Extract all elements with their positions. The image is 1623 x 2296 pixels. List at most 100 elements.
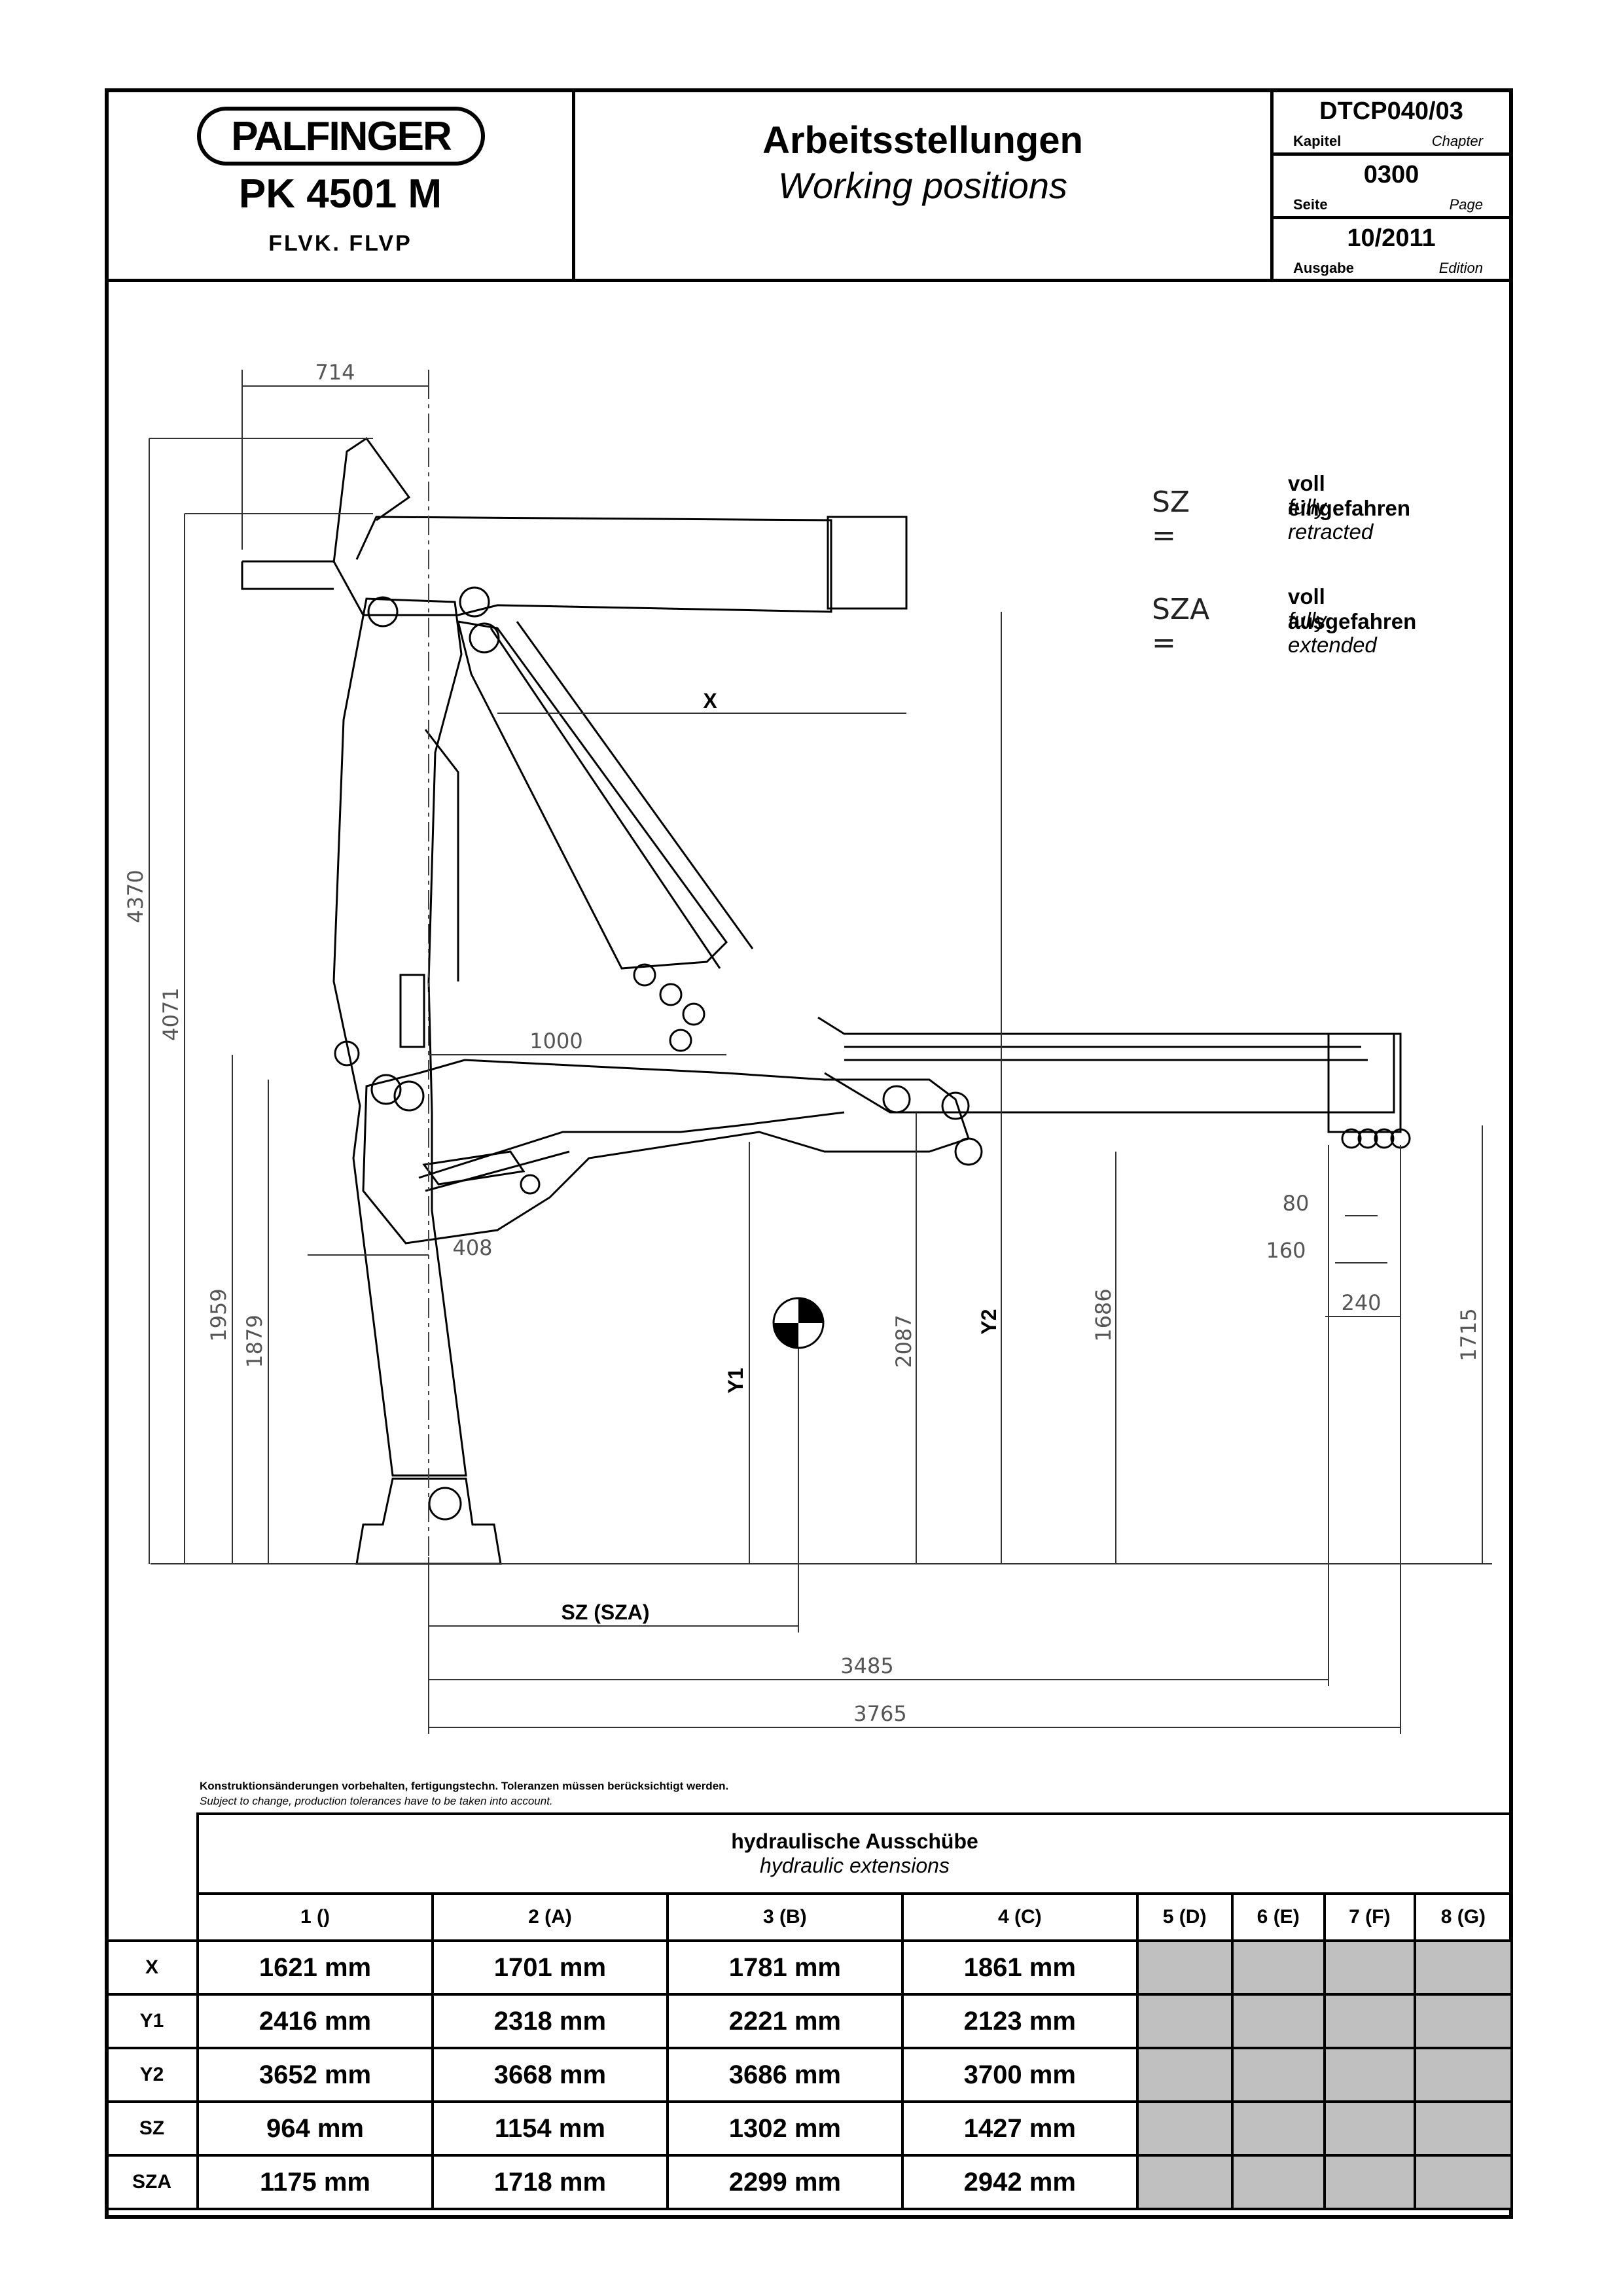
table-cell: 3668 mm [431, 2047, 669, 2103]
title-block: PALFINGER PK 4501 M FLVK. FLVP Arbeitsst… [109, 92, 1509, 282]
dim-1686: 1686 [1091, 1288, 1116, 1341]
page-label-de: Seite [1293, 196, 1328, 213]
model-name: PK 4501 M [238, 171, 442, 217]
table-cell: 1302 mm [666, 2100, 904, 2157]
empty-cell [1135, 1939, 1234, 1996]
palfinger-logo: PALFINGER [197, 107, 485, 166]
slewing-pivot [428, 1487, 462, 1521]
title-cell: Arbeitsstellungen Working positions [575, 92, 1274, 279]
table-row: Y1 2416 mm 2318 mm 2221 mm 2123 mm [105, 1993, 1514, 2049]
extensions-table: hydraulische Ausschübe hydraulic extensi… [105, 1812, 1514, 2210]
dim-3485: 3485 [840, 1653, 893, 1678]
table-cell: 964 mm [196, 2100, 434, 2157]
empty-cell [1323, 2100, 1416, 2157]
column-header: 2 (A) [431, 1892, 669, 1942]
chapter-value: DTCP040/03 [1319, 97, 1463, 125]
row-label: Y1 [105, 1993, 199, 2049]
empty-cell [1230, 1939, 1326, 1996]
slewing-cylinder [399, 974, 425, 1048]
empty-cell [1413, 2047, 1514, 2103]
empty-cell [1413, 1993, 1514, 2049]
column-header: 1 () [196, 1892, 434, 1942]
empty-cell [1413, 2100, 1514, 2157]
table-cell: 2123 mm [901, 1993, 1139, 2049]
legend-sz-symbol: SZ = [1152, 486, 1190, 552]
jib-retracted [242, 516, 832, 616]
jib-tip [827, 516, 908, 610]
empty-cell [1230, 2047, 1326, 2103]
dimension-lines [149, 370, 1492, 1734]
empty-cell [1135, 2154, 1234, 2210]
table-title-de: hydraulische Ausschübe [731, 1829, 978, 1853]
table-cell: 1781 mm [666, 1939, 904, 1996]
table-cell: 2942 mm [901, 2154, 1139, 2210]
jib-head [332, 436, 411, 563]
empty-cell [1230, 1993, 1326, 2049]
empty-cell [1323, 2047, 1416, 2103]
dim-408: 408 [452, 1235, 492, 1260]
empty-cell [1323, 1939, 1416, 1996]
column-header: 7 (F) [1323, 1892, 1416, 1942]
dim-714: 714 [315, 360, 355, 385]
row-label: SZA [105, 2154, 199, 2210]
empty-cell [1135, 1993, 1234, 2049]
dim-1715: 1715 [1456, 1308, 1481, 1361]
model-variant: FLVK. FLVP [268, 231, 412, 256]
page-label-en: Page [1449, 196, 1483, 213]
main-boom [362, 1059, 970, 1245]
page-cell: 0300 Seite Page [1274, 152, 1509, 216]
empty-cell [1413, 1939, 1514, 1996]
dim-3765: 3765 [853, 1701, 906, 1726]
column-header: 4 (C) [901, 1892, 1139, 1942]
table-cell: 2318 mm [431, 1993, 669, 2049]
disclaimer-en: Subject to change, production tolerances… [200, 1795, 553, 1807]
empty-cell [1323, 1993, 1416, 2049]
table-cell: 1861 mm [901, 1939, 1139, 1996]
table-title-en: hydraulic extensions [760, 1854, 950, 1877]
table-cell: 3700 mm [901, 2047, 1139, 2103]
empty-cell [1230, 2100, 1326, 2157]
meta-block: DTCP040/03 Kapitel Chapter 0300 Seite Pa… [1274, 92, 1509, 279]
crane-outline [241, 436, 1411, 1565]
label-sz-sza: SZ (SZA) [561, 1600, 649, 1624]
table-cell: 3686 mm [666, 2047, 904, 2103]
dim-4071: 4071 [158, 987, 183, 1040]
chapter-label-en: Chapter [1431, 133, 1483, 149]
legend-sza-symbol: SZA = [1152, 593, 1210, 660]
table-cell: 1427 mm [901, 2100, 1139, 2157]
table-row: Y2 3652 mm 3668 mm 3686 mm 3700 mm [105, 2047, 1514, 2103]
inclined-arm [456, 620, 728, 970]
table-cell: 1175 mm [196, 2154, 434, 2210]
row-label: X [105, 1939, 199, 1996]
page-value: 0300 [1363, 161, 1419, 188]
dim-240: 240 [1341, 1290, 1381, 1315]
edition-label-de: Ausgabe [1293, 260, 1354, 276]
table-cell: 2416 mm [196, 1993, 434, 2049]
dim-160: 160 [1266, 1238, 1306, 1263]
empty-cell [1413, 2154, 1514, 2210]
table-row: SZ 964 mm 1154 mm 1302 mm 1427 mm [105, 2100, 1514, 2157]
legend-sz-de: voll eingefahren [1288, 471, 1411, 520]
chapter-label-de: Kapitel [1293, 133, 1342, 149]
disclaimer-de: Konstruktionsänderungen vorbehalten, fer… [200, 1780, 729, 1792]
table-cell: 1701 mm [431, 1939, 669, 1996]
table-title: hydraulische Ausschübe hydraulic extensi… [196, 1812, 1513, 1895]
label-y2: Y2 [977, 1309, 1001, 1334]
edition-label-en: Edition [1438, 260, 1483, 276]
centre-of-gravity-symbol [772, 1297, 825, 1349]
dim-1000: 1000 [529, 1029, 582, 1053]
table-cell: 1718 mm [431, 2154, 669, 2210]
label-y1: Y1 [724, 1368, 747, 1393]
edition-value: 10/2011 [1347, 224, 1436, 252]
chapter-cell: DTCP040/03 Kapitel Chapter [1274, 92, 1509, 152]
brand-block: PALFINGER PK 4501 M FLVK. FLVP [109, 92, 575, 279]
legend-sza-en: fully extended [1288, 608, 1377, 657]
row-label: Y2 [105, 2047, 199, 2103]
dim-4370: 4370 [123, 870, 148, 923]
dim-80: 80 [1283, 1191, 1310, 1216]
column-header: 6 (E) [1230, 1892, 1326, 1942]
dim-1959: 1959 [206, 1288, 231, 1341]
dim-2087: 2087 [891, 1315, 916, 1368]
dim-1879: 1879 [242, 1315, 267, 1368]
